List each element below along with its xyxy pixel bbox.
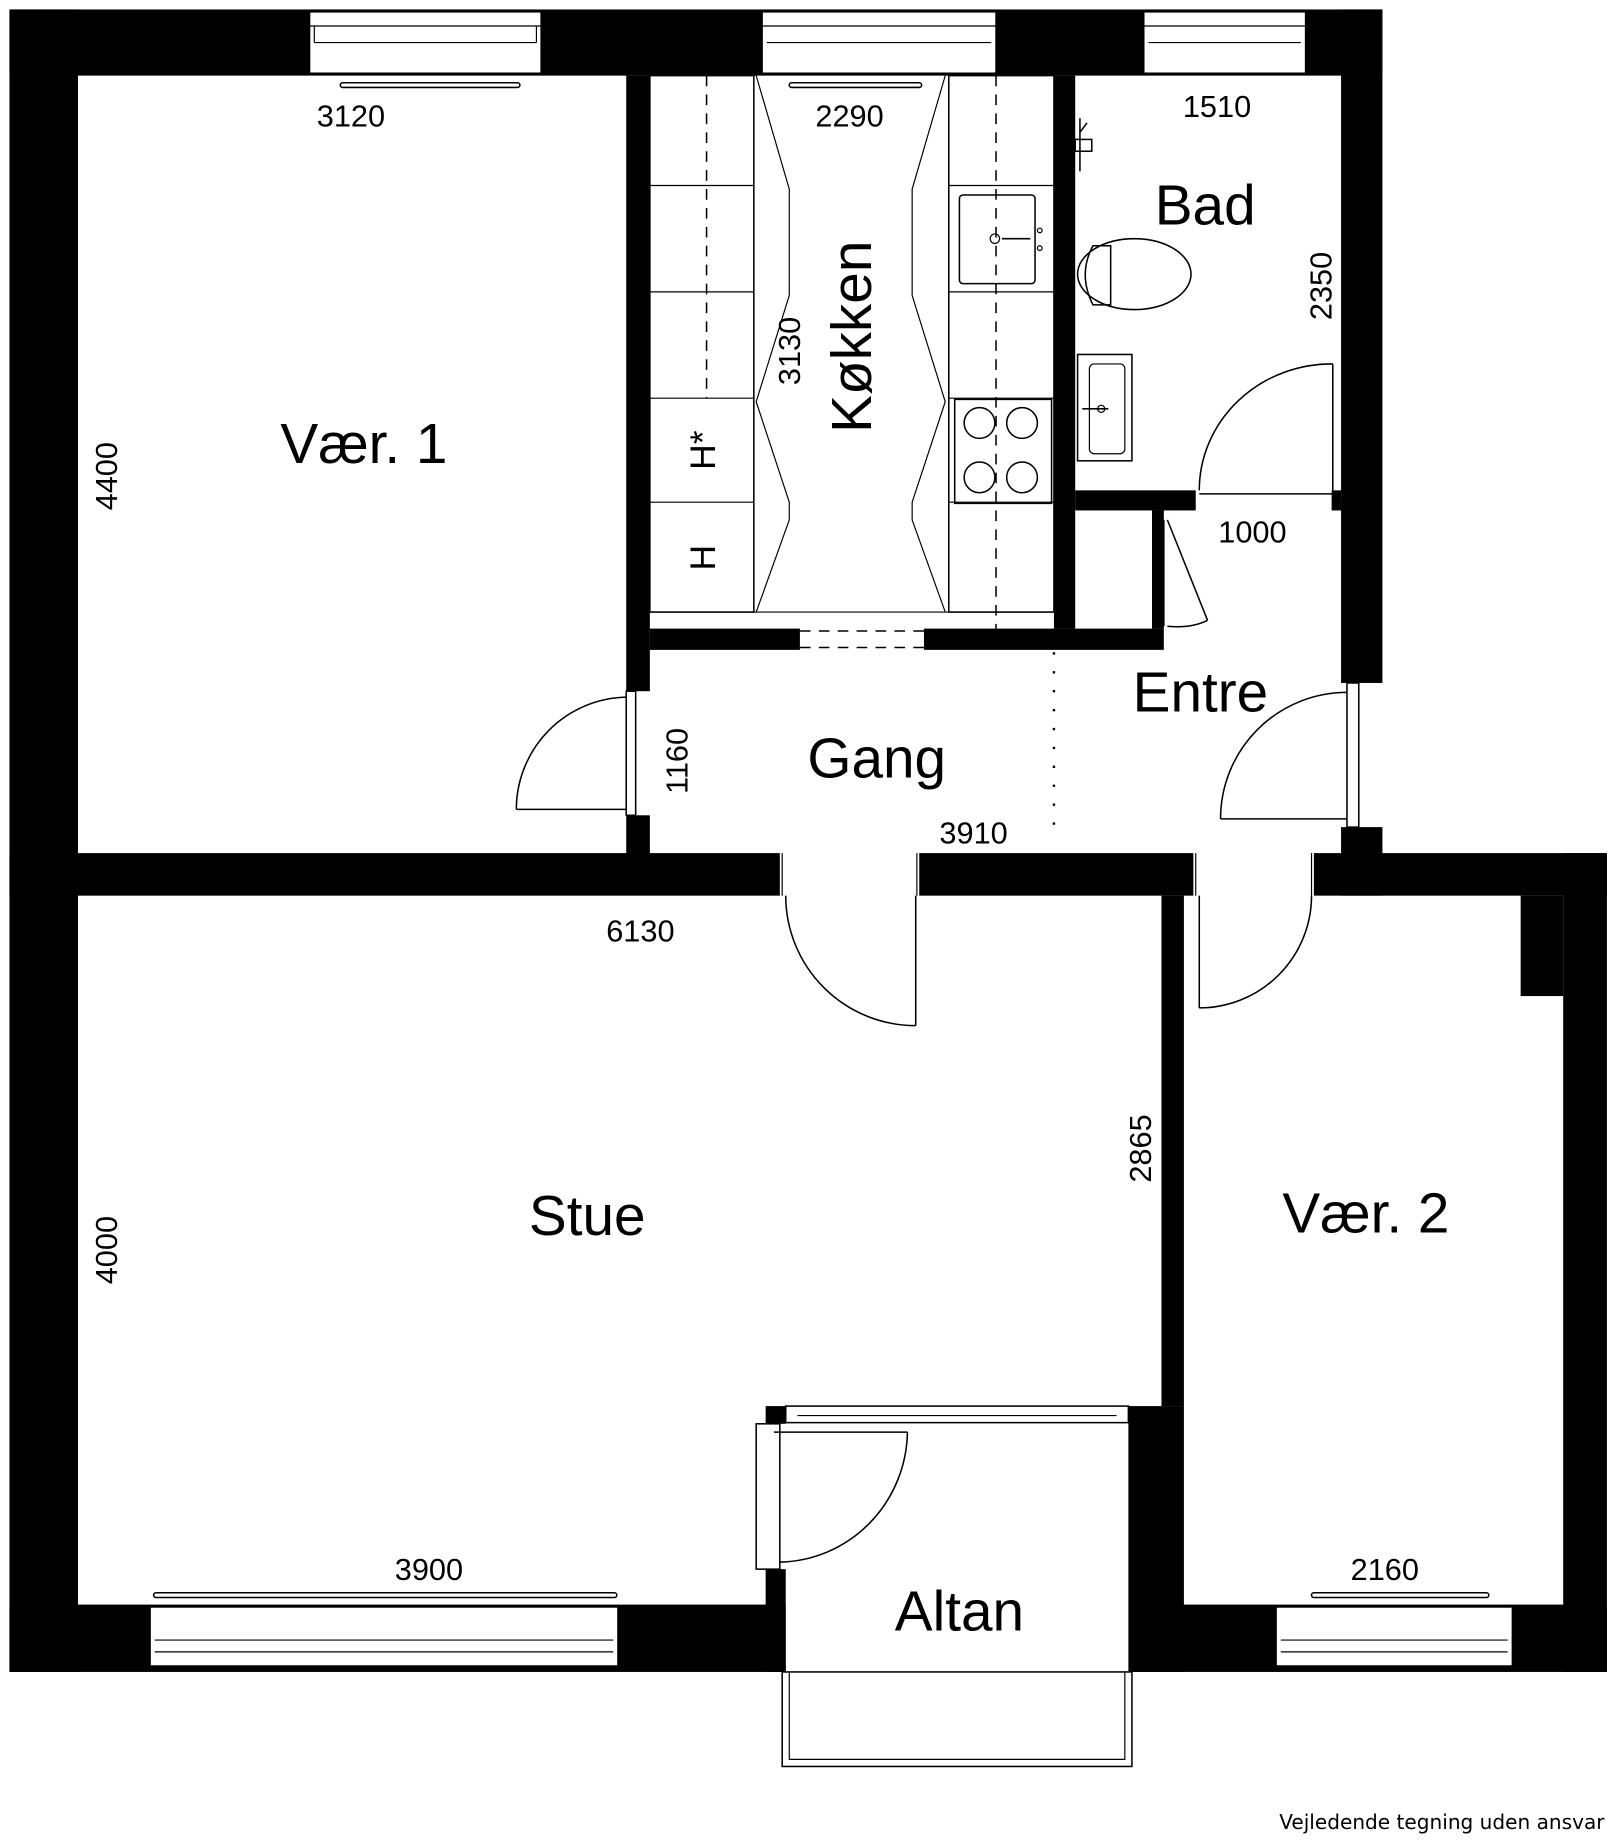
dim-vaer1-length: 4400 bbox=[89, 442, 124, 510]
bathroom-fixtures bbox=[1074, 118, 1192, 462]
dim-vaer1-width: 3120 bbox=[317, 98, 385, 133]
room-label-bad: Bad bbox=[1155, 175, 1256, 238]
room-label-vaer1: Vær. 1 bbox=[280, 413, 447, 476]
kitchen-sink bbox=[958, 194, 1043, 285]
bathroom-sink bbox=[1076, 353, 1133, 462]
room-label-gang: Gang bbox=[807, 727, 946, 790]
door-closet[interactable] bbox=[1163, 519, 1209, 628]
dim-stue-partial: 2865 bbox=[1123, 1114, 1158, 1182]
dim-stue-length: 4000 bbox=[89, 1216, 124, 1284]
shower-faucet-icon bbox=[1074, 118, 1093, 172]
door-bad[interactable] bbox=[1198, 363, 1334, 495]
dim-koekken-length: 3130 bbox=[772, 317, 807, 385]
toilet-icon bbox=[1076, 237, 1192, 311]
door-entrance[interactable] bbox=[1219, 682, 1360, 828]
stove bbox=[953, 398, 1053, 505]
dim-bad-width: 1510 bbox=[1183, 89, 1251, 124]
disclaimer-footer: Vejledende tegning uden ansvar bbox=[1279, 1810, 1605, 1834]
dim-vaer2-width: 2160 bbox=[1351, 1552, 1419, 1587]
room-label-koekken: Køkken bbox=[821, 241, 884, 433]
windows bbox=[149, 11, 1514, 1667]
door-altan[interactable] bbox=[755, 1423, 909, 1570]
dim-stue-width-top: 6130 bbox=[606, 914, 674, 949]
door-stue[interactable] bbox=[781, 853, 918, 1027]
balcony-outline bbox=[781, 1671, 1133, 1768]
dim-gang-width: 1160 bbox=[660, 728, 695, 794]
room-label-altan: Altan bbox=[895, 1581, 1024, 1644]
door-vaer2[interactable] bbox=[1195, 853, 1313, 1009]
hood-mark-star: H* bbox=[683, 430, 723, 470]
dim-bad-length: 2350 bbox=[1304, 252, 1339, 320]
dim-entre-width: 1000 bbox=[1218, 514, 1286, 549]
room-label-entre: Entre bbox=[1133, 661, 1269, 724]
doors[interactable] bbox=[515, 363, 1360, 1570]
dim-gang-length: 3910 bbox=[939, 816, 1007, 851]
kitchen-cabinets bbox=[649, 74, 1055, 629]
hood-mark: H bbox=[683, 545, 723, 571]
dim-koekken-width: 2290 bbox=[815, 98, 883, 133]
room-label-stue: Stue bbox=[529, 1185, 646, 1248]
door-vaer1[interactable] bbox=[515, 690, 637, 817]
dim-stue-width-bottom: 3900 bbox=[395, 1552, 463, 1587]
room-label-vaer2: Vær. 2 bbox=[1282, 1182, 1449, 1245]
kitchen-opening bbox=[799, 630, 924, 649]
